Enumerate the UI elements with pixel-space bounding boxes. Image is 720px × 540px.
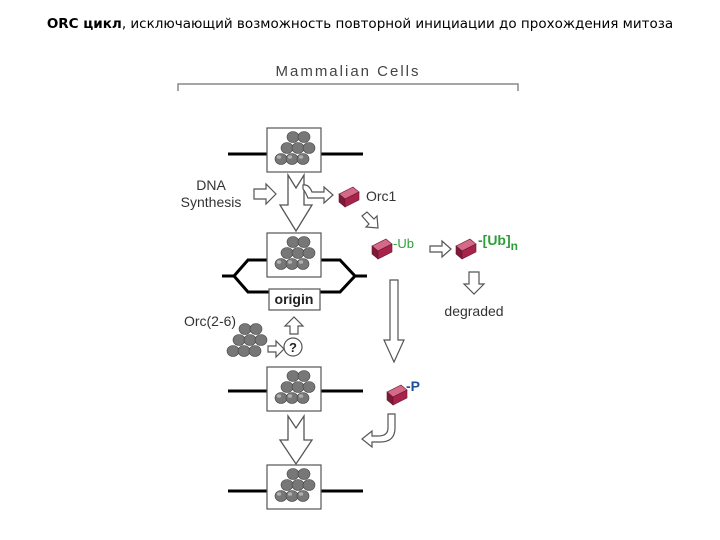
orc1-polyubiquitinated-protein <box>455 238 477 260</box>
header-bracket <box>177 83 519 91</box>
big-down-arrow-2 <box>278 413 314 466</box>
diagonal-arrow-to-ub <box>361 211 379 229</box>
orc1-protein <box>338 186 360 208</box>
ub-label: -Ub <box>393 236 414 251</box>
orc1-phosphorylated-protein <box>386 384 408 406</box>
slide-title: ORC цикл, исключающий возможность повтор… <box>0 16 720 32</box>
orc1-label: Orc1 <box>366 188 397 204</box>
question-arrow <box>267 339 285 359</box>
slide-title-bold: ORC цикл <box>46 16 122 32</box>
dna-synthesis-label-line1: DNA <box>196 177 226 193</box>
dna-synthesis-label-line2: Synthesis <box>181 194 242 210</box>
origin-label: origin <box>275 291 314 307</box>
phospho-label: -P <box>406 378 420 394</box>
orc-mcm-complex-3 <box>266 366 322 412</box>
orc1-ubiquitinated-protein <box>371 238 393 260</box>
big-down-arrow-1 <box>278 172 314 233</box>
ub-right-arrow <box>429 239 452 259</box>
ub-n-label: -[Ub]n <box>478 232 518 253</box>
curved-arrow-to-orc1 <box>302 184 334 205</box>
degraded-label: degraded <box>444 303 503 319</box>
question-mark: ? <box>289 340 297 355</box>
long-down-arrow <box>383 279 405 364</box>
origin-box <box>268 288 321 311</box>
orc-mcm-complex-1 <box>266 127 322 173</box>
question-circle <box>283 337 303 357</box>
synthesis-right-arrow <box>253 182 277 206</box>
orc-mcm-complex-2 <box>266 232 322 278</box>
ub-n-subscript: n <box>511 239 518 253</box>
up-arrow-to-origin <box>283 316 305 335</box>
orc2-6-complex <box>226 323 268 357</box>
slide-title-rest: , исключающий возможность повторной иниц… <box>121 16 674 32</box>
degraded-down-arrow <box>462 271 486 295</box>
orc-mcm-complex-4 <box>266 464 322 510</box>
curved-return-arrow <box>361 413 396 449</box>
diagram-header: Mammalian Cells <box>275 63 420 80</box>
orc2-6-label: Orc(2-6) <box>184 313 236 329</box>
